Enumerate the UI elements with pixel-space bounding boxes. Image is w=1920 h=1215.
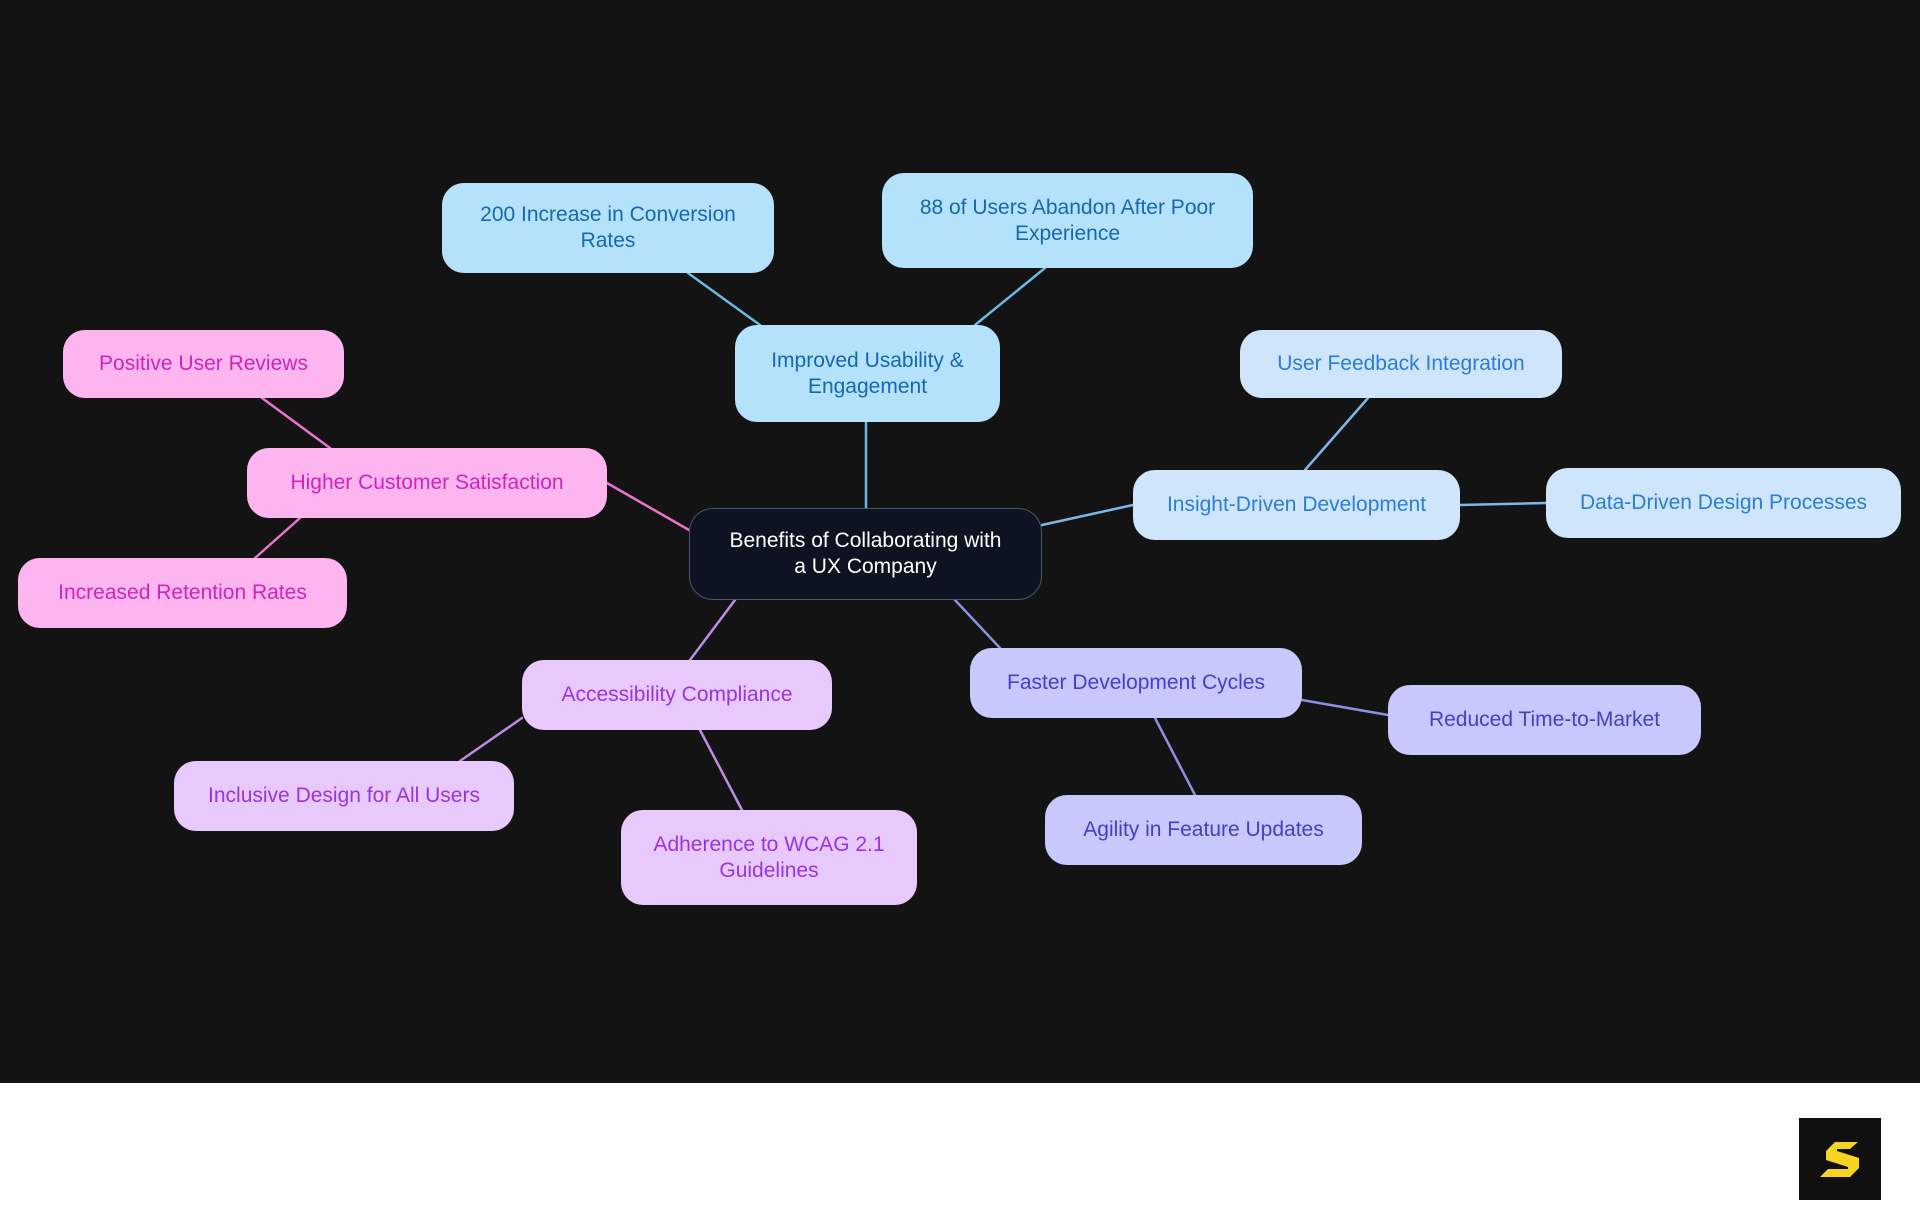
mindmap-root-node[interactable]: Benefits of Collaborating with a UX Comp…: [689, 508, 1042, 600]
edge-root-to-insight-driven-development: [1040, 503, 1135, 527]
node-label: Data-Driven Design Processes: [1579, 491, 1868, 515]
edge-root-to-faster-development-cycles: [953, 598, 1002, 650]
edge-faster-development-cycles-to-agility-feature-updates: [1153, 716, 1197, 797]
edge-improved-usability-to-users-abandon: [973, 266, 1047, 327]
brand-logo-watermark: [1799, 1118, 1881, 1200]
edge-root-to-higher-customer-satisfaction: [605, 481, 691, 532]
node-label: Higher Customer Satisfaction: [290, 471, 564, 495]
edge-improved-usability-to-conversion-rates: [686, 271, 762, 327]
node-label: 88 of Users Abandon After Poor Experienc…: [919, 195, 1216, 245]
mindmap-leaf-data-driven-design[interactable]: Data-Driven Design Processes: [1546, 468, 1901, 538]
mindmap-leaf-reduced-time-to-market[interactable]: Reduced Time-to-Market: [1388, 685, 1701, 755]
mindmap-leaf-user-feedback-integration[interactable]: User Feedback Integration: [1240, 330, 1562, 398]
mindmap-branch-accessibility-compliance[interactable]: Accessibility Compliance: [522, 660, 832, 730]
node-label: Faster Development Cycles: [1007, 671, 1265, 695]
mindmap-leaf-conversion-rates[interactable]: 200 Increase in Conversion Rates: [442, 183, 774, 273]
edge-insight-driven-development-to-data-driven-design: [1458, 501, 1548, 507]
node-label: Insight-Driven Development: [1166, 493, 1427, 517]
mindmap-branch-improved-usability[interactable]: Improved Usability & Engagement: [735, 325, 1000, 422]
mindmap-canvas: Benefits of Collaborating with a UX Comp…: [0, 0, 1920, 1083]
mindmap-branch-insight-driven-development[interactable]: Insight-Driven Development: [1133, 470, 1460, 540]
node-label: Adherence to WCAG 2.1 Guidelines: [653, 832, 885, 882]
node-label: User Feedback Integration: [1277, 352, 1525, 376]
node-label: 200 Increase in Conversion Rates: [480, 203, 736, 252]
mindmap-branch-faster-development-cycles[interactable]: Faster Development Cycles: [970, 648, 1302, 718]
s-logo-icon: [1820, 1142, 1859, 1177]
edge-insight-driven-development-to-user-feedback-integration: [1303, 396, 1370, 472]
edge-higher-customer-satisfaction-to-positive-user-reviews: [260, 396, 332, 450]
node-label: Accessibility Compliance: [561, 683, 793, 707]
node-label: Reduced Time-to-Market: [1428, 708, 1661, 732]
mindmap-leaf-inclusive-design[interactable]: Inclusive Design for All Users: [174, 761, 514, 831]
edge-accessibility-compliance-to-wcag-guidelines: [698, 728, 744, 812]
mindmap-leaf-wcag-guidelines[interactable]: Adherence to WCAG 2.1 Guidelines: [621, 810, 917, 905]
node-label: Agility in Feature Updates: [1083, 818, 1324, 842]
mindmap-leaf-increased-retention-rates[interactable]: Increased Retention Rates: [18, 558, 347, 628]
edge-accessibility-compliance-to-inclusive-design: [458, 716, 524, 763]
mindmap-leaf-agility-feature-updates[interactable]: Agility in Feature Updates: [1045, 795, 1362, 865]
node-label: Benefits of Collaborating with a UX Comp…: [729, 529, 1002, 578]
node-label: Improved Usability & Engagement: [771, 348, 964, 398]
edge-higher-customer-satisfaction-to-increased-retention-rates: [253, 516, 302, 560]
edge-faster-development-cycles-to-reduced-time-to-market: [1300, 698, 1390, 717]
mindmap-leaf-positive-user-reviews[interactable]: Positive User Reviews: [63, 330, 344, 398]
node-label: Inclusive Design for All Users: [208, 784, 480, 808]
mindmap-leaf-users-abandon[interactable]: 88 of Users Abandon After Poor Experienc…: [882, 173, 1253, 268]
edge-root-to-accessibility-compliance: [688, 598, 737, 662]
mindmap-branch-higher-customer-satisfaction[interactable]: Higher Customer Satisfaction: [247, 448, 607, 518]
node-label: Positive User Reviews: [99, 352, 308, 376]
node-label: Increased Retention Rates: [58, 581, 307, 605]
